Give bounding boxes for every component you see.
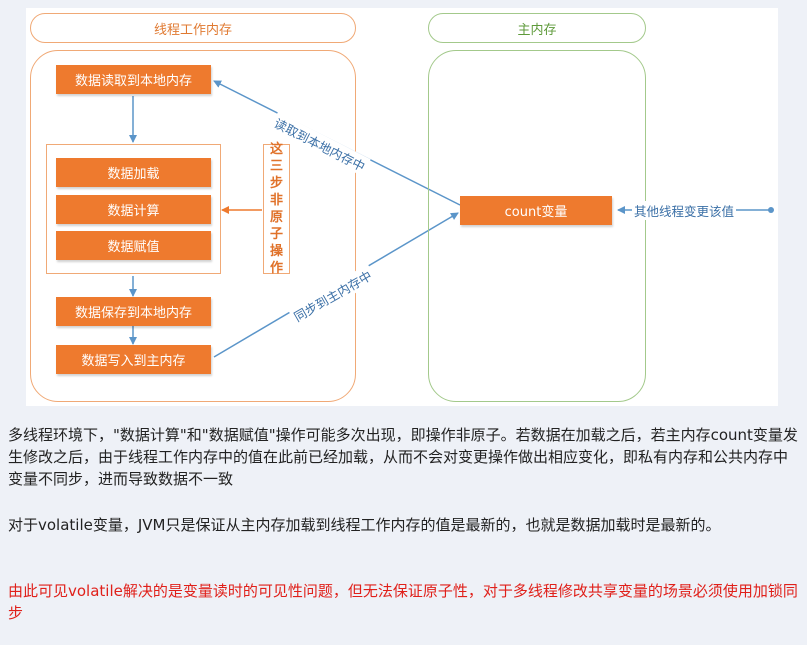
other-thread-dot	[768, 207, 774, 213]
step-load: 数据加载	[56, 158, 211, 187]
explanation-paragraph-1: 多线程环境下，"数据计算"和"数据赋值"操作可能多次出现，即操作非原子。若数据在…	[8, 426, 798, 488]
conclusion-paragraph: 由此可见volatile解决的是变量读时的可见性问题，但无法保证原子性，对于多线…	[8, 582, 798, 622]
non-atomic-note: 这 三 步 非 原 子 操 作	[263, 142, 290, 276]
count-variable-box: count变量	[460, 196, 612, 225]
step-write-to-main: 数据写入到主内存	[56, 345, 211, 374]
step-read-to-local: 数据读取到本地内存	[56, 65, 211, 94]
note-char: 这	[269, 142, 283, 157]
arrow-other-label: 其他线程变更该值	[632, 201, 737, 220]
note-char: 子	[269, 227, 283, 242]
main-memory-panel	[428, 50, 646, 402]
note-char: 作	[269, 261, 283, 276]
note-char: 操	[269, 244, 283, 259]
step-assign: 数据赋值	[56, 231, 211, 260]
right-panel-title: 主内存	[428, 13, 646, 43]
thread-working-memory-panel	[30, 50, 356, 402]
note-char: 三	[269, 159, 283, 174]
note-char: 步	[269, 176, 283, 191]
step-save-to-local: 数据保存到本地内存	[56, 297, 211, 326]
note-char: 非	[269, 193, 283, 208]
left-panel-title: 线程工作内存	[30, 13, 356, 43]
explanation-paragraph-2: 对于volatile变量，JVM只是保证从主内存加载到线程工作内存的值是最新的，…	[8, 516, 721, 534]
memory-model-diagram: 线程工作内存 主内存 数据读取到本地内存 数据加载 数据计算 数据赋值 数据保存…	[26, 8, 778, 406]
step-compute: 数据计算	[56, 195, 211, 224]
note-char: 原	[269, 210, 283, 225]
